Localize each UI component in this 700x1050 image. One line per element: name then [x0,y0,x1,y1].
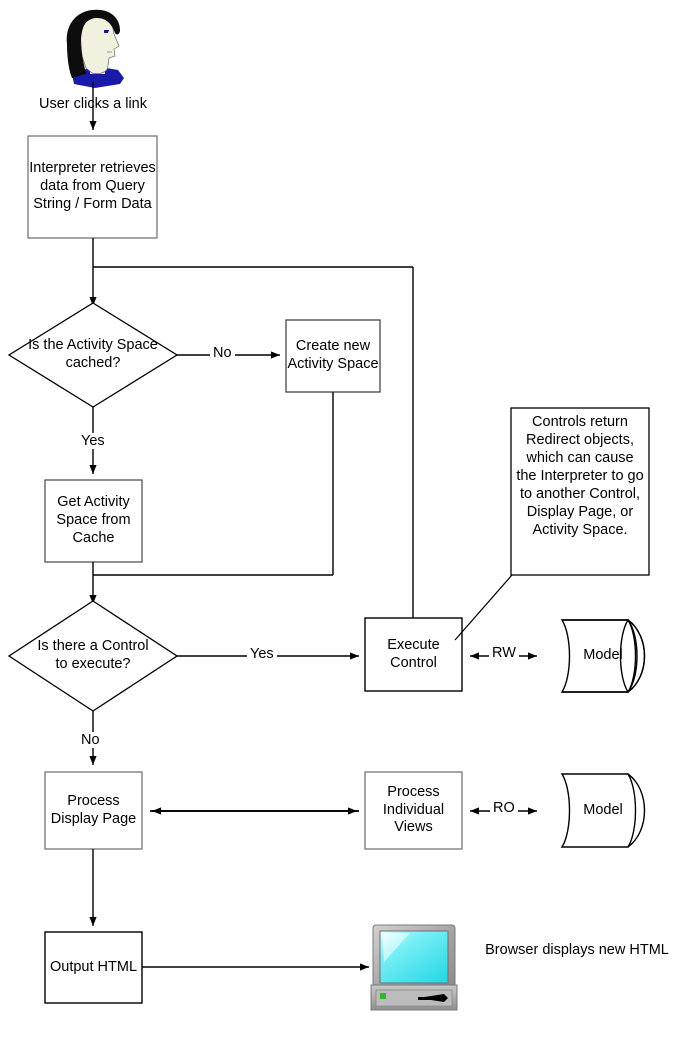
node-process-display-box [44,771,143,850]
note-box [510,407,650,576]
edge-label-control-yes: Yes [247,646,277,662]
note-text: Controls return Redirect objects, which … [516,414,644,538]
node-get-cached-box [44,479,143,563]
user-actor-caption: User clicks a link [39,96,147,112]
desktop-computer-icon [370,924,458,1011]
node-output-html-box [44,931,143,1004]
edge-label-cached-no: No [210,345,235,361]
browser-caption: Browser displays new HTML [485,942,669,958]
node-execute-control-box [364,617,463,692]
node-is-cached-diamond [7,302,179,408]
node-interpreter-box [27,135,158,239]
edge-label-model-rw: RW [489,645,519,661]
edge-label-model-ro: RO [490,800,518,816]
node-has-control-diamond [7,600,179,712]
person-profile-icon [66,9,124,88]
note-callout-line [454,574,513,641]
node-model-rw-cylinder [560,619,646,693]
node-model-ro-cylinder [560,773,646,848]
node-create-space-box [285,319,381,393]
edge-label-cached-yes: Yes [78,433,108,449]
node-process-views-box [364,771,463,850]
edge-label-control-no: No [78,732,103,748]
